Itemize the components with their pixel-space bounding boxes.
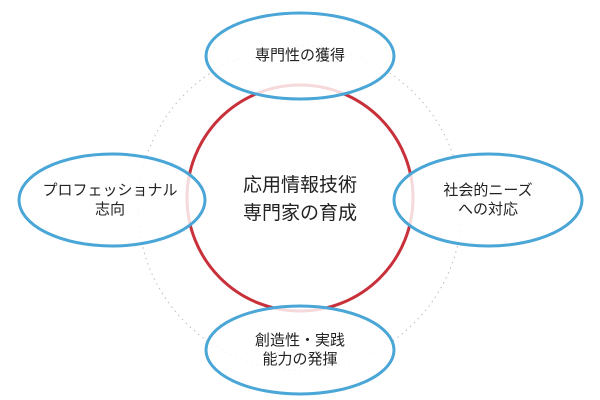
right-node-line1: 社会的ニーズ (443, 180, 533, 199)
bottom-node-ellipse (204, 304, 396, 396)
left-node-line2: 志向 (94, 200, 125, 218)
center-title-line2: 専門家の育成 (242, 202, 357, 224)
left-node-ellipse (17, 152, 207, 248)
right-node-ellipse (392, 152, 584, 248)
right-node-label: 社会的ニーズ への対応 (398, 170, 578, 230)
bottom-node-line2: 能力の発揮 (262, 350, 338, 368)
right-node-line2: への対応 (457, 200, 518, 218)
bottom-node-label: 創造性・実践 能力の発揮 (212, 320, 388, 380)
left-node-line1: プロフェッショナル (42, 180, 178, 199)
center-title: 応用情報技術 専門家の育成 (210, 160, 390, 240)
top-node-label: 専門性の獲得 (212, 32, 388, 80)
left-node-label: プロフェッショナル 志向 (22, 170, 198, 230)
center-title-line1: 応用情報技術 (242, 174, 357, 197)
bottom-node-line1: 創造性・実践 (254, 330, 345, 349)
top-node-ellipse (204, 11, 396, 101)
top-node-line1: 専門性の獲得 (254, 46, 345, 65)
